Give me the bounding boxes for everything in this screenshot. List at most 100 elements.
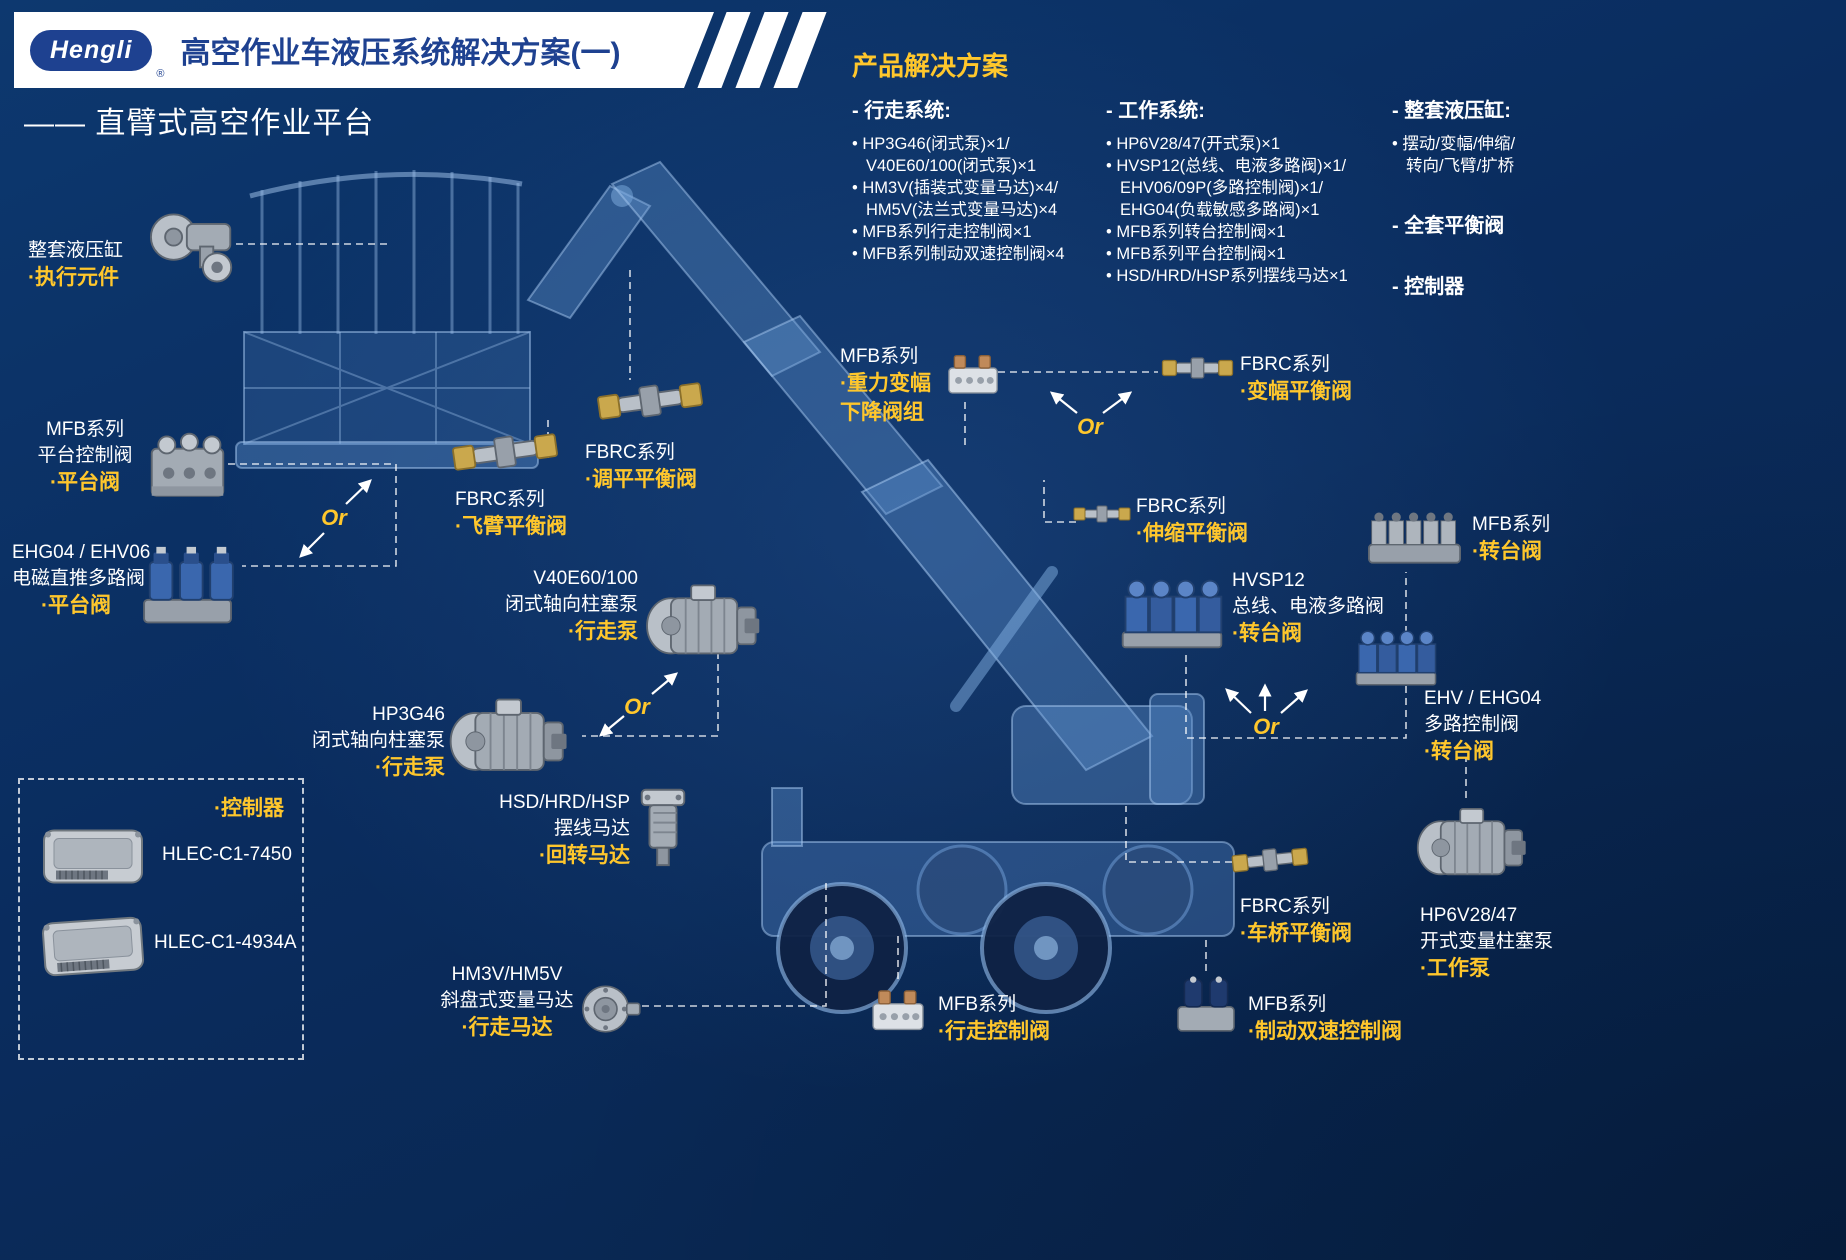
ecu-7450-image bbox=[38, 818, 148, 894]
callout-line: HP3G46 bbox=[372, 704, 445, 725]
solenoid-valve-image bbox=[138, 545, 238, 630]
ecu-7450-label: HLEC-C1-7450 bbox=[162, 844, 292, 865]
platform-valve-image bbox=[140, 428, 235, 508]
callout-line: HP6V28/47 bbox=[1420, 905, 1518, 926]
hvsp-valve-image bbox=[1118, 574, 1226, 654]
callout-line: MFB系列 bbox=[938, 994, 1017, 1015]
solution-item: EHG04(负载敏感多路阀)×1 bbox=[1120, 201, 1320, 219]
callout-gravity: MFB系列 ·重力变幅 下降阀组 bbox=[840, 342, 931, 428]
callout-ehv: EHV / EHG04 多路控制阀 ·转台阀 bbox=[1424, 684, 1541, 768]
callout-turntable-mfb: MFB系列 ·转台阀 bbox=[1472, 510, 1550, 568]
callout-line: HSD/HRD/HSP bbox=[499, 792, 630, 813]
callout-line: ·伸缩平衡阀 bbox=[1136, 522, 1248, 546]
callout-v40: V40E60/100 闭式轴向柱塞泵 ·行走泵 bbox=[498, 564, 638, 648]
callout-line: ·回转马达 bbox=[539, 844, 630, 868]
callout-line: ·平台阀 bbox=[50, 471, 120, 495]
or-label: Or bbox=[1077, 414, 1103, 439]
solution-item: V40E60/100(闭式泵)×1 bbox=[866, 157, 1037, 175]
callout-line: HVSP12 bbox=[1232, 570, 1305, 591]
callout-line: FBRC系列 bbox=[1240, 354, 1330, 375]
callout-line: ·飞臂平衡阀 bbox=[455, 515, 567, 539]
solution-item: • MFB系列转台控制阀×1 bbox=[1106, 223, 1286, 241]
controller-box-title: ·控制器 bbox=[214, 797, 284, 820]
callout-hm3v: HM3V/HM5V 斜盘式变量马达 ·行走马达 bbox=[432, 960, 582, 1044]
solution-item: • HM3V(插装式变量马达)×4/ bbox=[852, 179, 1059, 197]
solution-item: • HP6V28/47(开式泵)×1 bbox=[1106, 135, 1281, 153]
callout-line: ·转台阀 bbox=[1232, 622, 1302, 646]
gravity-valve-image bbox=[942, 350, 1004, 402]
column-subtitle: - 控制器 bbox=[1392, 276, 1465, 298]
or-arrows bbox=[299, 391, 1308, 737]
telescopic-balance-valve-image bbox=[1072, 500, 1132, 528]
solutions-column-walking: - 行走系统: • HP3G46(闭式泵)×1/ V40E60/100(闭式泵)… bbox=[852, 94, 1065, 265]
callout-line: EHG04 / EHV06 bbox=[12, 542, 151, 563]
callout-line: ·车桥平衡阀 bbox=[1240, 922, 1352, 946]
callout-brake-valve: MFB系列 ·制动双速控制阀 bbox=[1248, 990, 1402, 1048]
callout-line: FBRC系列 bbox=[585, 442, 675, 463]
callout-line: 多路控制阀 bbox=[1424, 714, 1520, 736]
solution-item: • MFB系列行走控制阀×1 bbox=[852, 223, 1032, 241]
or-label: Or bbox=[321, 505, 347, 530]
brake-valve-image bbox=[1170, 972, 1242, 1040]
solution-item: • MFB系列制动双速控制阀×4 bbox=[852, 245, 1065, 263]
callout-line: MFB系列 bbox=[1248, 994, 1327, 1015]
or-label: Or bbox=[624, 694, 650, 719]
callout-line: ·工作泵 bbox=[1420, 957, 1490, 981]
callout-travel-valve: MFB系列 ·行走控制阀 bbox=[938, 990, 1050, 1048]
registered-mark: ® bbox=[156, 68, 165, 80]
callout-line: 整套液压缸 bbox=[28, 240, 124, 261]
solution-item: HM5V(法兰式变量马达)×4 bbox=[866, 201, 1058, 219]
callout-line: 平台控制阀 bbox=[37, 445, 133, 467]
travel-valve-image bbox=[866, 983, 930, 1041]
or-label: Or bbox=[1253, 714, 1279, 739]
hengli-logo: Hengli bbox=[30, 30, 152, 71]
callout-axle: FBRC系列 ·车桥平衡阀 bbox=[1240, 892, 1352, 950]
callout-line: HM3V/HM5V bbox=[451, 964, 563, 985]
solutions-column-work: - 工作系统: • HP6V28/47(开式泵)×1 • HVSP12(总线、电… bbox=[1106, 94, 1348, 287]
callout-line: 闭式轴向柱塞泵 bbox=[504, 594, 638, 616]
callout-cylinder: 整套液压缸 ·执行元件 bbox=[28, 236, 123, 294]
hm3v-motor-image bbox=[578, 978, 643, 1040]
callout-line: EHV / EHG04 bbox=[1424, 688, 1542, 709]
ecu-4934a-label: HLEC-C1-4934A bbox=[154, 932, 297, 953]
callout-line: ·变幅平衡阀 bbox=[1240, 380, 1352, 404]
column-title: - 行走系统: bbox=[852, 100, 951, 122]
callout-line: ·行走泵 bbox=[568, 620, 638, 644]
column-title: - 工作系统: bbox=[1106, 100, 1205, 122]
callout-line: ·执行元件 bbox=[28, 266, 119, 290]
callout-hvsp: HVSP12 总线、电液多路阀 ·转台阀 bbox=[1232, 566, 1384, 650]
callout-line: ·转台阀 bbox=[1472, 540, 1542, 564]
callout-line: 斜盘式变量马达 bbox=[440, 990, 574, 1012]
callout-line: ·平台阀 bbox=[41, 594, 111, 618]
solution-item: • HVSP12(总线、电液多路阀)×1/ bbox=[1106, 157, 1347, 175]
callout-line: 摆线马达 bbox=[553, 818, 630, 840]
callout-line: ·制动双速控制阀 bbox=[1248, 1020, 1402, 1044]
callout-leveling: FBRC系列 ·调平平衡阀 bbox=[585, 438, 697, 496]
callout-hp3g46: HP3G46 闭式轴向柱塞泵 ·行走泵 bbox=[305, 700, 445, 784]
column-subtitle: - 全套平衡阀 bbox=[1392, 215, 1505, 237]
callout-line: FBRC系列 bbox=[1136, 496, 1226, 517]
callout-fly-jib: FBRC系列 ·飞臂平衡阀 bbox=[455, 485, 567, 543]
callout-line: FBRC系列 bbox=[455, 489, 545, 510]
callout-line: MFB系列 bbox=[45, 419, 125, 440]
solutions-heading: 产品解决方案 bbox=[852, 51, 1009, 81]
solution-item: • HSD/HRD/HSP系列摆线马达×1 bbox=[1106, 267, 1348, 285]
cylinder-product-image bbox=[145, 205, 240, 290]
gerotor-motor-image bbox=[634, 780, 692, 872]
solution-item: • HP3G46(闭式泵)×1/ bbox=[852, 135, 1010, 153]
callout-line: ·行走泵 bbox=[375, 756, 445, 780]
callout-line: 下降阀组 bbox=[840, 400, 924, 424]
callout-line: ·转台阀 bbox=[1424, 740, 1494, 764]
page-subtitle: —— 直臂式高空作业平台 bbox=[24, 107, 375, 140]
luffing-balance-valve-image bbox=[1160, 352, 1235, 384]
header-banner: Hengli ® 高空作业车液压系统解决方案(一) bbox=[14, 12, 714, 88]
ecu-4934a-image bbox=[35, 904, 150, 987]
callout-platform-mfb: MFB系列 平台控制阀 ·平台阀 bbox=[30, 415, 140, 499]
controller-box: ·控制器 HLEC-C1-7450 HLEC-C1-4934A bbox=[18, 778, 304, 1060]
solution-item: EHV06/09P(多路控制阀)×1/ bbox=[1120, 179, 1324, 197]
v40-pump-image bbox=[645, 578, 765, 670]
callout-line: 开式变量柱塞泵 bbox=[1420, 931, 1554, 953]
callout-line: ·调平平衡阀 bbox=[585, 468, 697, 492]
callout-line: 电磁直推多路阀 bbox=[12, 568, 146, 590]
